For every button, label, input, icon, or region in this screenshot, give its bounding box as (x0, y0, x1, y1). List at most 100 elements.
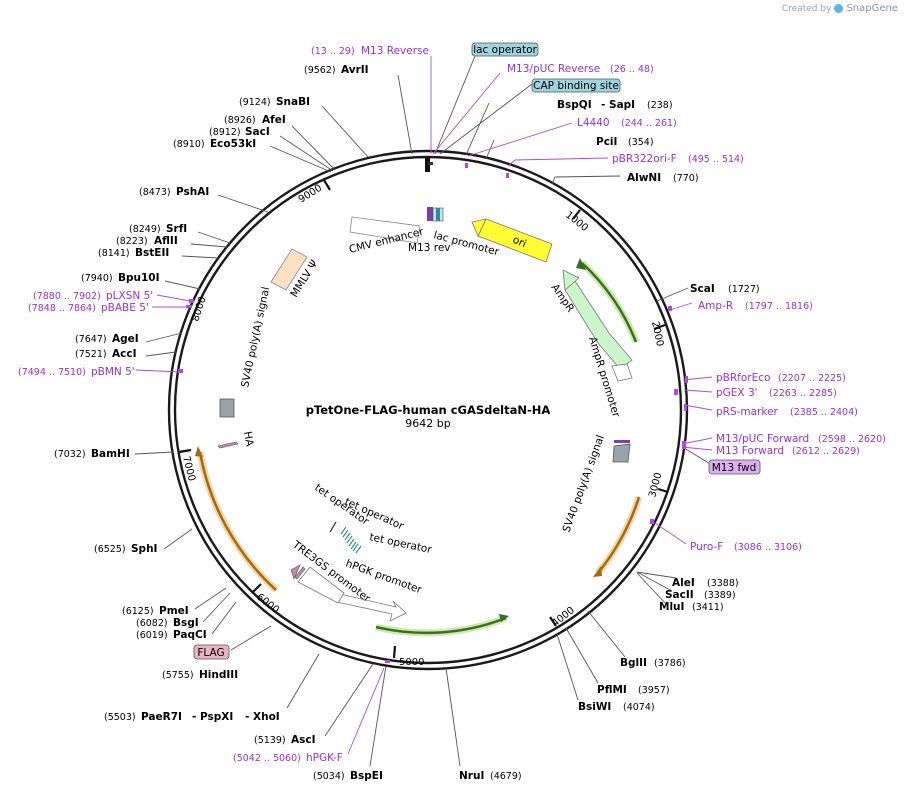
site-bsteii[interactable]: (8141)BstEII (98, 247, 169, 259)
puro-orf-arc (597, 496, 641, 574)
svg-text:(244 .. 261): (244 .. 261) (621, 118, 677, 129)
site-pflmi[interactable]: PflMI(3957) (597, 684, 670, 696)
svg-text:(13 .. 29): (13 .. 29) (311, 46, 355, 57)
primer-hpgk-f[interactable]: (5042 .. 5060)hPGK-F (233, 752, 343, 764)
site-eco53ki[interactable]: (8910)Eco53kI (173, 138, 256, 150)
site-srfi[interactable]: (8249)SrfI (129, 223, 187, 235)
svg-text:PshAI: PshAI (176, 186, 209, 198)
svg-text:L4440: L4440 (577, 117, 610, 129)
site-bspei[interactable]: (5034)BspEI (313, 770, 383, 782)
primer-l4440[interactable]: L4440 (244 .. 261) (577, 117, 677, 129)
svg-text:BsgI: BsgI (173, 617, 199, 629)
site-sacii[interactable]: SacII(3389) (665, 589, 736, 601)
svg-text:- XhoI: - XhoI (245, 711, 280, 723)
backbone-ticks (178, 160, 669, 659)
site-sphi[interactable]: (6525)SphI (94, 543, 157, 555)
lac-operator-text: lac operator (473, 44, 537, 56)
svg-text:(3388): (3388) (707, 578, 739, 589)
credit-brand: SnapGene (846, 3, 898, 14)
site-avrii[interactable]: (9562)AvrII (304, 64, 369, 76)
site-scai[interactable]: ScaI(1727) (690, 283, 760, 295)
site-bpu10i[interactable]: (7940)Bpu10I (81, 272, 160, 284)
snapgene-logo-icon (834, 4, 844, 13)
svg-text:(7940): (7940) (81, 273, 113, 284)
primer-mark-l4440 (465, 163, 468, 168)
snapgene-credit: Created by SnapGene (782, 3, 898, 14)
boxed-label-m13-fwd[interactable]: M13 fwd (708, 459, 761, 475)
svg-text:(26 .. 48): (26 .. 48) (610, 64, 654, 75)
site-bsiwi[interactable]: BsiWI(4074) (578, 701, 655, 713)
primer-m13-reverse[interactable]: (13 .. 29)M13 Reverse (311, 45, 429, 57)
site-alwni[interactable]: AlwNI(770) (627, 172, 699, 184)
backbone-mark-origin (425, 158, 430, 172)
site-paer7i[interactable]: (5503)PaeR7I- PspXI- XhoI (104, 711, 280, 723)
svg-text:(2598 .. 2620): (2598 .. 2620) (818, 434, 886, 445)
svg-text:(7647): (7647) (75, 334, 107, 345)
cap-binding-text: CAP binding site (533, 80, 619, 92)
site-afei[interactable]: (8926)AfeI (224, 114, 286, 126)
site-hindiii[interactable]: (5755)HindIII (162, 669, 238, 681)
site-aflii[interactable]: (8223)AflII (116, 235, 178, 247)
site-acci[interactable]: (7521)AccI (75, 348, 136, 360)
svg-text:pBMN 5': pBMN 5' (91, 366, 135, 378)
site-pmei[interactable]: (6125)PmeI (122, 605, 189, 617)
boxed-label-cap-binding-site[interactable]: CAP binding site (531, 78, 621, 93)
svg-text:(7521): (7521) (75, 349, 107, 360)
primer-pgex-3[interactable]: pGEX 3'(2263 .. 2285) (716, 387, 837, 399)
svg-text:(5042 .. 5060): (5042 .. 5060) (233, 753, 301, 764)
primer-m13-puc-forward[interactable]: M13/pUC Forward(2598 .. 2620) (716, 433, 886, 445)
svg-text:(8223): (8223) (116, 236, 148, 247)
tetone-orf-head (499, 614, 509, 622)
site-bamhi[interactable]: (7032)BamHI (54, 448, 130, 460)
m13rev-feature (427, 207, 433, 221)
site-pcii[interactable]: PciI(354) (596, 136, 654, 148)
primer-prs-marker[interactable]: pRS-marker(2385 .. 2404) (716, 406, 858, 418)
primer-amp-r[interactable]: Amp-R(1797 .. 1816) (698, 300, 813, 312)
svg-text:pRS-marker: pRS-marker (716, 406, 779, 418)
site-nrui[interactable]: NruI(4679) (459, 770, 522, 782)
m13fwd-callout (683, 447, 713, 466)
svg-text:(8473): (8473) (139, 187, 171, 198)
puro-orf-glow (595, 495, 643, 576)
mmlv-psi-feature (270, 248, 308, 291)
primer-pbmn-5[interactable]: (7494 .. 7510)pBMN 5' (18, 366, 135, 378)
site-mlui[interactable]: MluI(3411) (659, 601, 724, 613)
site-pshai[interactable]: (8473) PshAI (139, 186, 209, 198)
primer-mark-pbr322 (506, 173, 509, 178)
primer-pbr322ori-f[interactable]: pBR322ori-F(495 .. 514) (612, 153, 744, 165)
sv40-polya-left-feature (219, 398, 235, 418)
site-snabi[interactable]: (9124)SnaBI (239, 96, 310, 108)
svg-text:(7032): (7032) (54, 449, 86, 460)
boxed-label-flag[interactable]: FLAG (193, 644, 230, 660)
svg-text:BspQI: BspQI (557, 99, 592, 111)
site-bspqi[interactable]: BspQI- SapI(238) (557, 99, 673, 111)
svg-text:(3786): (3786) (654, 658, 686, 669)
boxed-label-lac-operator[interactable]: lac operator (471, 42, 539, 57)
site-saci[interactable]: (8912)SacI (209, 126, 270, 138)
primer-mark-pbmn (178, 369, 183, 373)
m13-rev-label: M13 rev (408, 242, 451, 254)
site-asci[interactable]: (5139)AscI (254, 734, 316, 746)
site-bsgi[interactable]: (6082)BsgI (136, 617, 199, 629)
cgas-orf-arc (198, 451, 277, 591)
site-bglii[interactable]: BglII(3786) (620, 657, 686, 669)
primer-m13-puc-reverse[interactable]: M13/pUC Reverse(26 .. 48) (507, 63, 654, 75)
svg-text:SphI: SphI (131, 543, 157, 555)
ori-feature-head (471, 218, 487, 237)
primer-pbrforeco[interactable]: pBRforEco(2207 .. 2225) (716, 372, 846, 384)
primer-pbabe-5[interactable]: (7848 .. 7864)pBABE 5' (28, 302, 149, 314)
ha-feature (217, 441, 239, 449)
site-paqci[interactable]: (6019)PaqCI (136, 629, 207, 641)
tre3gs-promoter-feature (297, 566, 345, 604)
site-alei[interactable]: AleI (3388) (672, 577, 739, 589)
site-agei[interactable]: (7647)AgeI (75, 333, 139, 345)
primer-puro-f[interactable]: Puro-F(3086 .. 3106) (690, 541, 802, 553)
svg-text:AleI: AleI (672, 577, 695, 589)
svg-text:(4074): (4074) (623, 702, 655, 713)
primer-m13-forward[interactable]: M13 Forward(2612 .. 2629) (716, 445, 860, 457)
primer-plxsn-5[interactable]: (7880 .. 7902)pLXSN 5' (33, 290, 153, 302)
svg-text:(2207 .. 2225): (2207 .. 2225) (778, 373, 846, 384)
hpgk-promoter-feature (336, 593, 407, 622)
ori-label: ori (511, 234, 528, 251)
svg-text:(2263 .. 2285): (2263 .. 2285) (769, 388, 837, 399)
